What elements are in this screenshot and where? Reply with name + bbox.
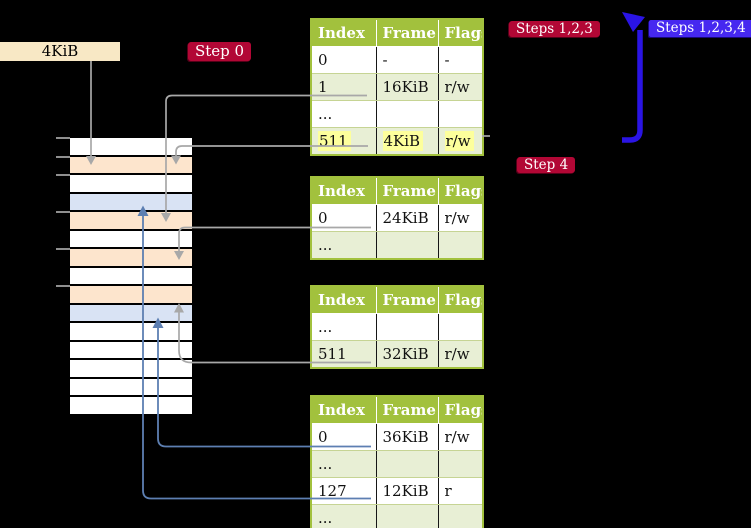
table-row: 0-- bbox=[311, 46, 483, 74]
table-cell bbox=[438, 100, 483, 128]
memory-frame-row-4 bbox=[70, 212, 192, 231]
table-cell: ... bbox=[311, 313, 377, 341]
memory-frame-row-7 bbox=[70, 267, 192, 286]
table-row: ... bbox=[311, 100, 483, 128]
memory-frame-row-13 bbox=[70, 378, 192, 397]
column-header-index: Index bbox=[311, 286, 377, 314]
table-cell: 4KiB bbox=[376, 127, 439, 156]
table-cell: r/w bbox=[438, 423, 483, 451]
memory-address-tick bbox=[56, 155, 70, 158]
table-row: ... bbox=[311, 313, 483, 341]
column-header-index: Index bbox=[311, 177, 377, 205]
table-cell: r/w bbox=[438, 127, 483, 156]
table-cell: r bbox=[438, 477, 483, 505]
table-cell: 16KiB bbox=[376, 73, 439, 101]
column-header-flags: Flags bbox=[438, 396, 483, 424]
table-header-row: IndexFrameFlags bbox=[311, 286, 483, 314]
memory-frame-row-9 bbox=[70, 304, 192, 323]
table-cell: 32KiB bbox=[376, 340, 439, 369]
memory-frame-row-2 bbox=[70, 175, 192, 194]
table-cell: r/w bbox=[438, 340, 483, 369]
table-cell: r/w bbox=[438, 204, 483, 232]
memory-frame-row-0 bbox=[70, 138, 192, 157]
column-header-frame: Frame bbox=[376, 177, 439, 205]
table-cell bbox=[438, 313, 483, 341]
memory-frame-row-5 bbox=[70, 230, 192, 249]
memory-frame-row-10 bbox=[70, 323, 192, 342]
table-cell: r/w bbox=[438, 73, 483, 101]
table-cell bbox=[438, 504, 483, 528]
table-cell bbox=[438, 450, 483, 478]
column-header-flags: Flags bbox=[438, 286, 483, 314]
table-cell: 24KiB bbox=[376, 204, 439, 232]
table-cell: - bbox=[376, 46, 439, 74]
physical-memory-column bbox=[70, 138, 192, 416]
memory-address-tick bbox=[56, 248, 70, 250]
table-row: 511 4KiB r/w bbox=[311, 127, 483, 156]
column-header-index: Index bbox=[311, 396, 377, 424]
column-header-flags: Flags bbox=[438, 19, 483, 47]
steps123-label: Steps 1,2,3 bbox=[509, 21, 600, 37]
table-cell: ... bbox=[311, 504, 377, 528]
step0-label: Step 0 bbox=[188, 42, 252, 61]
table-cell bbox=[376, 313, 439, 341]
table-cell: 1 bbox=[311, 73, 377, 101]
table-cell: 127 bbox=[311, 477, 377, 505]
memory-address-tick bbox=[56, 137, 70, 139]
table-row: ... bbox=[311, 504, 483, 528]
highlighted-cell-text: r/w bbox=[444, 131, 474, 151]
frame-size-label: 4KiB bbox=[0, 42, 120, 61]
table-cell: ... bbox=[311, 231, 377, 260]
table-cell: - bbox=[438, 46, 483, 74]
page-table-2: IndexFrameFlags024KiBr/w... bbox=[310, 176, 484, 260]
column-header-frame: Frame bbox=[376, 19, 439, 47]
column-header-index: Index bbox=[311, 19, 377, 47]
cpu-steps-big-arrow bbox=[622, 12, 645, 143]
memory-frame-row-8 bbox=[70, 286, 192, 305]
column-header-flags: Flags bbox=[438, 177, 483, 205]
memory-frame-row-6 bbox=[70, 249, 192, 268]
table-cell bbox=[376, 231, 439, 260]
table-cell bbox=[438, 231, 483, 260]
memory-address-tick bbox=[56, 211, 70, 213]
step4-label: Step 4 bbox=[517, 157, 576, 173]
highlighted-cell-text: 511 bbox=[318, 131, 351, 151]
table-cell: 0 bbox=[311, 423, 377, 451]
table-cell: 511 bbox=[311, 340, 377, 369]
table-header-row: IndexFrameFlags bbox=[311, 396, 483, 424]
table-cell: ... bbox=[311, 100, 377, 128]
table-cell bbox=[376, 504, 439, 528]
table-cell bbox=[376, 450, 439, 478]
table-cell: 511 bbox=[311, 127, 377, 156]
memory-frame-row-3 bbox=[70, 193, 192, 212]
column-header-frame: Frame bbox=[376, 286, 439, 314]
table-cell bbox=[376, 100, 439, 128]
memory-frame-row-12 bbox=[70, 360, 192, 379]
memory-address-tick bbox=[56, 285, 70, 287]
memory-frame-row-11 bbox=[70, 341, 192, 360]
table-cell: 0 bbox=[311, 46, 377, 74]
table-cell: 12KiB bbox=[376, 477, 439, 505]
table-header-row: IndexFrameFlags bbox=[311, 19, 483, 47]
memory-address-tick bbox=[56, 174, 70, 176]
highlighted-cell-text: 4KiB bbox=[382, 131, 424, 151]
table-cell: 0 bbox=[311, 204, 377, 232]
table-header-row: IndexFrameFlags bbox=[311, 177, 483, 205]
memory-frame-row-14 bbox=[70, 397, 192, 416]
table-cell: ... bbox=[311, 450, 377, 478]
table-row: ... bbox=[311, 231, 483, 260]
column-header-frame: Frame bbox=[376, 396, 439, 424]
page-table-4: IndexFrameFlags036KiBr/w...12712KiBr... bbox=[310, 395, 484, 528]
memory-frame-row-1 bbox=[70, 156, 192, 175]
table-row: ... bbox=[311, 450, 483, 478]
steps1234-label: Steps 1,2,3,4 bbox=[649, 20, 751, 37]
table-cell: 36KiB bbox=[376, 423, 439, 451]
